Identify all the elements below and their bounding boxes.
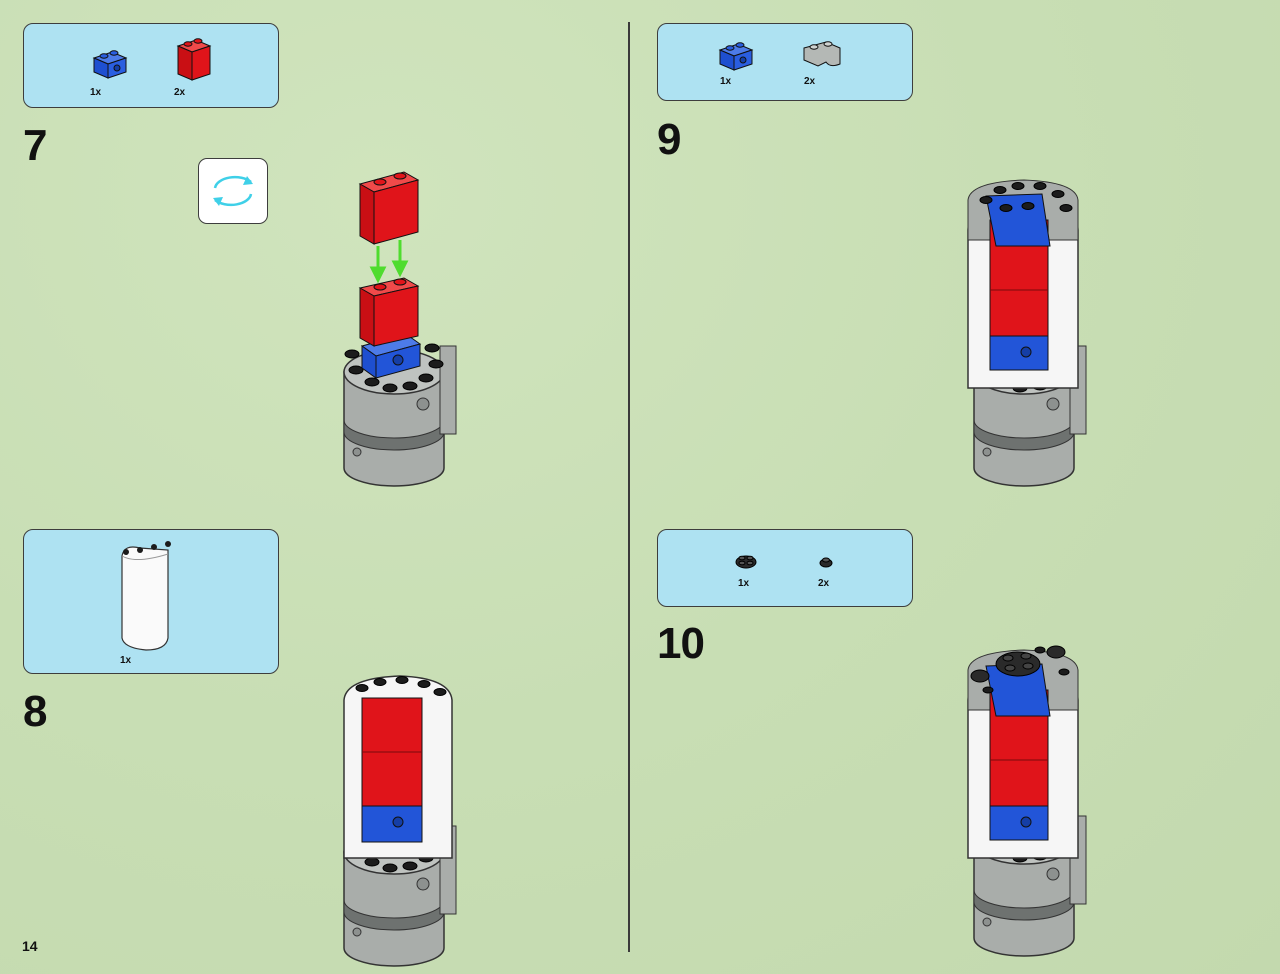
step-number-9: 9 xyxy=(657,115,682,164)
part-quantity: 1x xyxy=(90,87,102,98)
black-round-plate-2x2-icon xyxy=(735,555,757,569)
part-quantity: 1x xyxy=(720,76,732,87)
parts-box-step-10: 1x 2x xyxy=(657,529,913,607)
blue-1x2-brick-icon xyxy=(92,50,128,79)
step-number-8: 8 xyxy=(23,687,48,736)
step-number-7: 7 xyxy=(23,121,48,170)
black-round-plate-1x1-icon xyxy=(819,557,833,568)
part-quantity: 2x xyxy=(804,76,816,87)
parts-box-step-8: 1x xyxy=(23,529,279,674)
part-quantity: 2x xyxy=(174,87,186,98)
rotate-model-callout xyxy=(198,158,268,224)
part-quantity: 2x xyxy=(818,578,830,589)
parts-box-step-9: 1x 2x xyxy=(657,23,913,101)
gray-corner-round-brick-icon xyxy=(803,41,841,67)
rotate-model-icon xyxy=(213,175,253,207)
red-1x2x2-brick-icon xyxy=(176,38,212,81)
step-8-model-illustration xyxy=(343,675,457,967)
column-divider xyxy=(628,22,630,952)
part-quantity: 1x xyxy=(120,655,132,666)
white-quarter-cylinder-panel-icon xyxy=(121,541,171,651)
page-number: 14 xyxy=(22,938,38,954)
part-quantity: 1x xyxy=(738,578,750,589)
blue-1x2-brick-icon xyxy=(718,42,754,71)
step-number-10: 10 xyxy=(657,619,705,668)
parts-box-step-7: 1x 2x xyxy=(23,23,279,108)
